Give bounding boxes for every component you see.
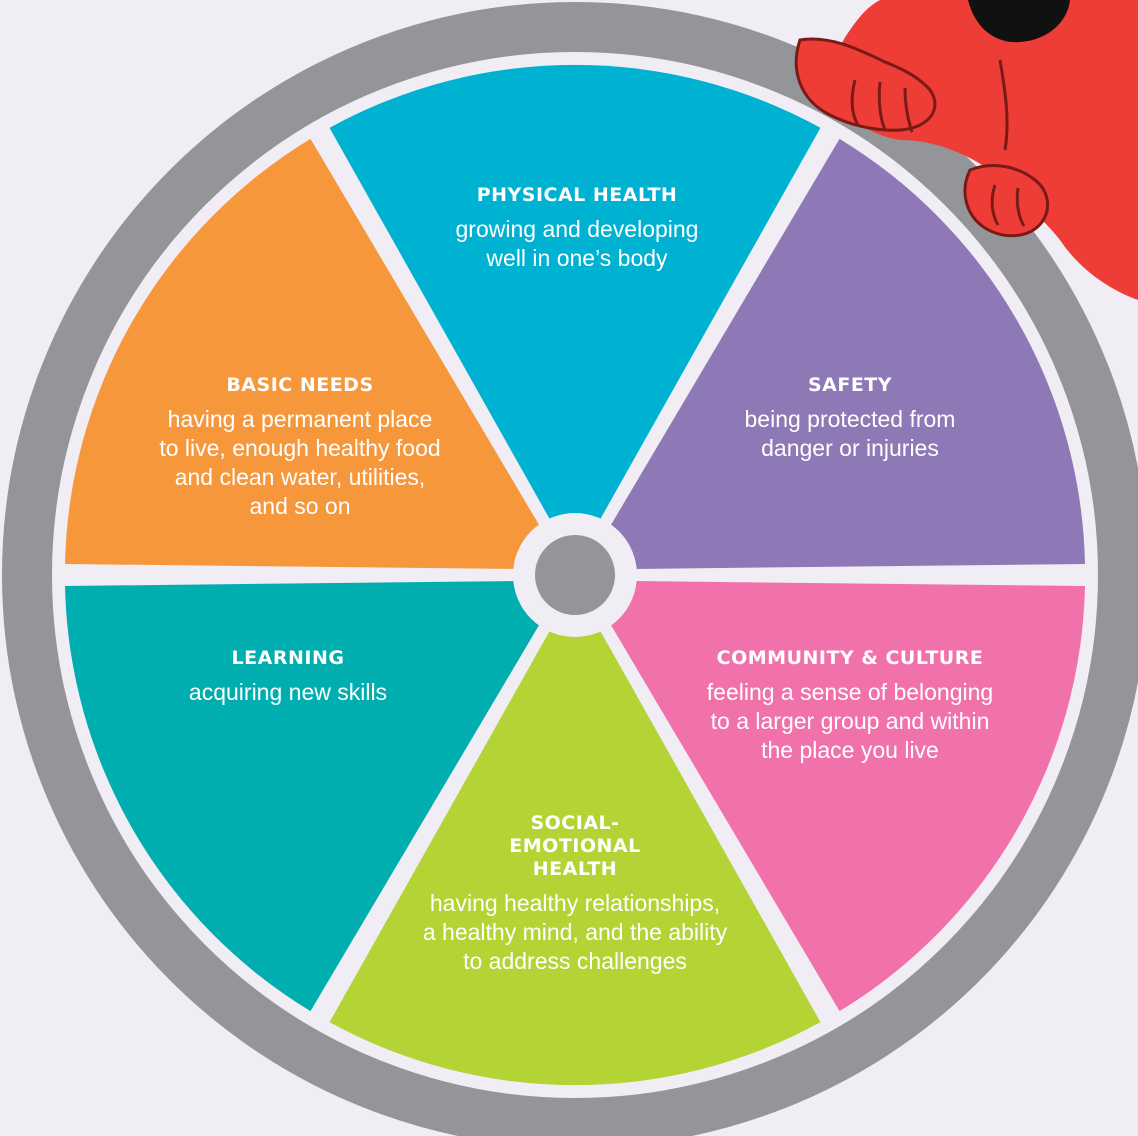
segment-description: acquiring new skills: [188, 679, 388, 705]
segment-title: PHYSICAL HEALTH: [476, 184, 678, 206]
finger-line: [990, 184, 1000, 226]
segment-title: BASIC NEEDS: [226, 374, 374, 396]
segment-title: SOCIAL- EMOTIONAL HEALTH: [509, 812, 641, 880]
segment-description: being protected from danger or injuries: [744, 406, 956, 461]
segment-label-social-emotional-health: SOCIAL- EMOTIONAL HEALTH having healthy …: [400, 812, 750, 976]
arm-line: [998, 59, 1009, 151]
segment-description: having healthy relationships, a healthy …: [422, 890, 728, 974]
segment-title: LEARNING: [231, 647, 345, 669]
finger-line: [903, 87, 914, 133]
wheel-segment-safety: [584, 138, 1085, 570]
segment-description: growing and developing well in one’s bod…: [455, 216, 699, 271]
wheel-segment-physical-health: [329, 64, 821, 564]
finger-line: [1015, 187, 1026, 227]
wheel-hub: [535, 535, 615, 615]
segment-label-physical-health: PHYSICAL HEALTH growing and developing w…: [407, 184, 747, 273]
character-eye: [968, 0, 1070, 43]
wheel-segment-social-emotional-health: [329, 586, 821, 1086]
segment-label-safety: SAFETY being protected from danger or in…: [700, 374, 1000, 463]
finger-line: [877, 81, 887, 131]
character-illustration: [794, 0, 1138, 300]
segment-title: COMMUNITY & CULTURE: [716, 647, 984, 669]
character-right-hand: [963, 163, 1050, 238]
segment-description: having a permanent place to live, enough…: [159, 406, 441, 519]
segment-label-community-culture: COMMUNITY & CULTURE feeling a sense of b…: [680, 647, 1020, 765]
wheel-segment-basic-needs: [65, 138, 566, 570]
finger-line: [850, 79, 860, 126]
segment-label-basic-needs: BASIC NEEDS having a permanent place to …: [130, 374, 470, 521]
segment-description: feeling a sense of belonging to a larger…: [706, 679, 994, 763]
wheel-segment-learning: [65, 580, 566, 1012]
segment-label-learning: LEARNING acquiring new skills: [148, 647, 428, 707]
segment-title: SAFETY: [807, 374, 893, 396]
wheel-segment-community-culture: [584, 580, 1085, 1012]
character-left-hand: [794, 37, 937, 132]
